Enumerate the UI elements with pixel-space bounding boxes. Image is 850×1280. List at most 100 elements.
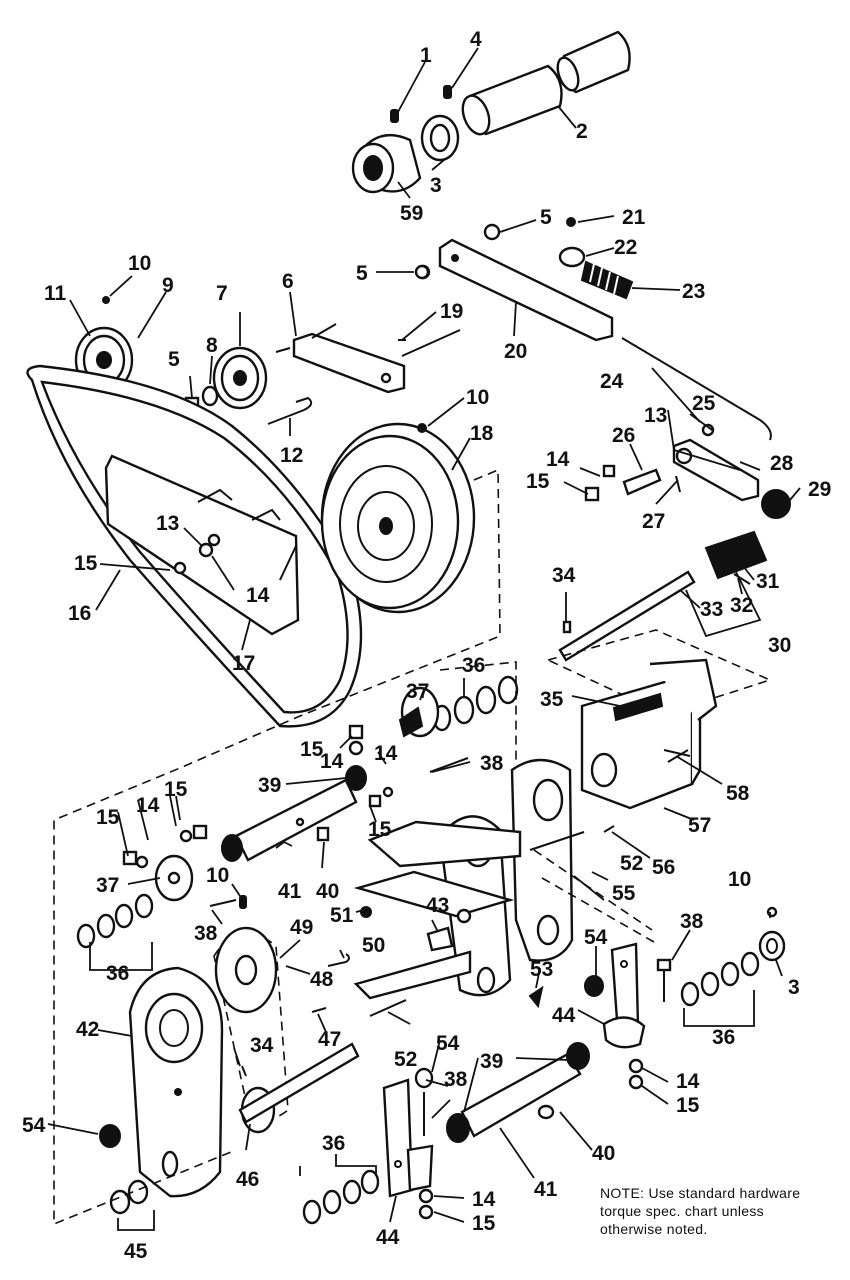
callout-30: 30 — [768, 634, 791, 657]
assembly-boundary-lines — [53, 468, 655, 1226]
callout-15: 15 — [300, 738, 324, 761]
note-line-1: NOTE: Use standard hardware — [600, 1185, 801, 1201]
callout-13: 13 — [644, 404, 667, 427]
callout-numbers: 1 4 2 3 59 5 21 22 5 23 10 11 9 7 6 19 2… — [22, 28, 831, 1263]
callout-53: 53 — [530, 958, 553, 981]
callout-23: 23 — [682, 280, 705, 303]
callout-3: 3 — [788, 976, 800, 999]
callout-36: 36 — [462, 654, 485, 677]
part-bracket-bottom — [382, 1078, 434, 1198]
part-control-bracket — [584, 423, 760, 502]
callout-2: 2 — [576, 120, 588, 143]
callout-38: 38 — [444, 1068, 468, 1091]
part-gear-housing — [545, 629, 773, 810]
callout-27: 27 — [642, 510, 665, 533]
callout-7: 7 — [216, 282, 228, 305]
callout-10: 10 — [206, 864, 229, 887]
callout-26: 26 — [612, 424, 635, 447]
callout-14: 14 — [374, 742, 398, 765]
part-side-plates — [353, 758, 574, 1000]
callout-6: 6 — [282, 270, 294, 293]
callout-39: 39 — [480, 1050, 503, 1073]
callout-48: 48 — [310, 968, 334, 991]
callout-54: 54 — [436, 1032, 460, 1055]
part-washer-set-right — [680, 930, 786, 1007]
part-chain-case — [128, 966, 224, 1198]
callout-52: 52 — [620, 852, 643, 875]
callout-5: 5 — [168, 348, 180, 371]
hardware-torque-note: NOTE: Use standard hardware torque spec.… — [600, 1184, 840, 1238]
callout-14: 14 — [676, 1070, 700, 1093]
part-flange-bearing-upper — [398, 686, 440, 738]
callout-37: 37 — [96, 874, 119, 897]
callout-16: 16 — [68, 602, 91, 625]
callout-15: 15 — [472, 1212, 496, 1235]
callout-56: 56 — [652, 856, 675, 879]
callout-44: 44 — [552, 1004, 576, 1027]
part-tube — [461, 30, 631, 136]
callout-38: 38 — [480, 752, 504, 775]
callout-18: 18 — [470, 422, 494, 445]
callout-40: 40 — [316, 880, 339, 903]
callout-38: 38 — [680, 910, 704, 933]
callout-14: 14 — [246, 584, 270, 607]
callout-38: 38 — [194, 922, 218, 945]
callout-13: 13 — [156, 512, 179, 535]
callout-36: 36 — [712, 1026, 735, 1049]
part-flange-bearing-left — [154, 854, 194, 902]
callout-46: 46 — [236, 1168, 259, 1191]
callout-39: 39 — [258, 774, 281, 797]
callout-50: 50 — [362, 934, 385, 957]
callout-15: 15 — [676, 1094, 700, 1117]
callout-32: 32 — [730, 594, 753, 617]
callout-37: 37 — [406, 680, 429, 703]
callout-42: 42 — [76, 1018, 99, 1041]
callout-35: 35 — [540, 688, 564, 711]
part-washer-set-bottom — [302, 1169, 380, 1225]
part-shaft-lower — [446, 1042, 590, 1143]
callout-54: 54 — [22, 1114, 46, 1137]
callout-1: 1 — [420, 44, 432, 67]
part-set-screws — [390, 85, 452, 123]
part-shaft-assembly — [558, 530, 768, 662]
callout-15: 15 — [526, 470, 550, 493]
callout-33: 33 — [700, 598, 723, 621]
callout-59: 59 — [400, 202, 423, 225]
callout-41: 41 — [278, 880, 302, 903]
callout-12: 12 — [280, 444, 303, 467]
callout-14: 14 — [546, 448, 570, 471]
part-washer-set-left — [76, 893, 154, 949]
part-pulley-large — [320, 422, 476, 614]
callout-9: 9 — [162, 274, 174, 297]
callout-10: 10 — [466, 386, 489, 409]
callout-58: 58 — [726, 782, 750, 805]
part-pin — [398, 329, 461, 357]
part-drive-shaft — [238, 1042, 360, 1124]
callout-28: 28 — [770, 452, 794, 475]
part-rod — [621, 337, 772, 441]
part-pulley-idler — [212, 346, 268, 410]
callout-31: 31 — [756, 570, 780, 593]
callout-43: 43 — [426, 894, 449, 917]
part-small-hardware — [99, 724, 778, 1220]
callout-11: 11 — [44, 282, 67, 305]
part-washer-set-upper — [432, 675, 519, 732]
callout-36: 36 — [106, 962, 129, 985]
callout-22: 22 — [614, 236, 637, 259]
callout-3: 3 — [430, 174, 442, 197]
callout-5: 5 — [356, 262, 368, 285]
part-knob — [761, 489, 791, 519]
callout-4: 4 — [470, 28, 482, 51]
callout-29: 29 — [808, 478, 831, 501]
callout-leader-lines — [47, 47, 801, 1231]
part-bracket-right — [602, 942, 646, 1049]
callout-34: 34 — [552, 564, 576, 587]
part-shaft-upper — [221, 765, 367, 862]
part-spring-assembly — [558, 217, 634, 300]
part-bushing — [351, 133, 422, 194]
callout-40: 40 — [592, 1142, 615, 1165]
callout-25: 25 — [692, 392, 716, 415]
part-pivot-arm — [275, 323, 406, 394]
callout-45: 45 — [124, 1240, 148, 1263]
